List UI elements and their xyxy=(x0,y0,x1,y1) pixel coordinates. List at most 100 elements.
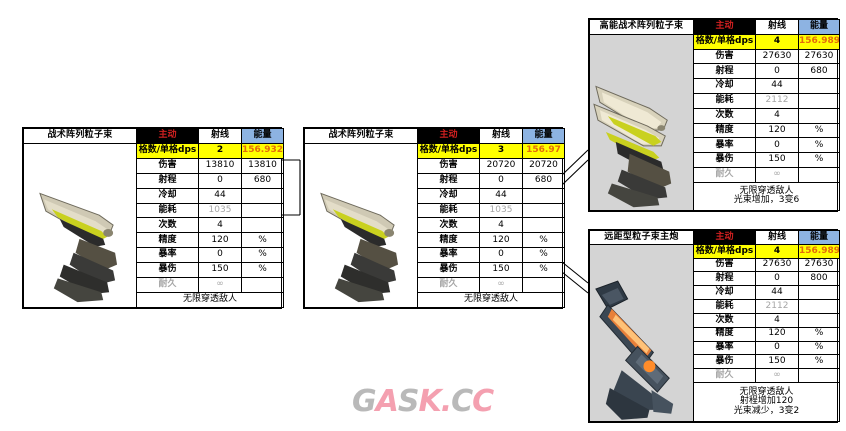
row-label-durability: 耐久 xyxy=(417,277,480,293)
cell-shots-energy xyxy=(522,217,565,234)
card-title: 战术阵列粒子束 xyxy=(23,128,137,144)
cell-accuracy-ray: 120 xyxy=(755,122,799,139)
row-label-crit-rate: 暴率 xyxy=(136,247,199,264)
cell-dps-energy: 156.932 xyxy=(241,142,284,159)
card-footer-note: 无限穿透敌人 xyxy=(136,291,284,309)
cell-range-energy: 680 xyxy=(522,172,565,189)
watermark-letter: K xyxy=(418,384,441,419)
cell-crit-damage-unit: % xyxy=(798,152,840,168)
column-header-ray: 射线 xyxy=(755,19,799,35)
table-row-title: 高能战术阵列粒子束 主动 射线 能量 xyxy=(589,19,840,35)
cell-shots-ray: 4 xyxy=(755,107,799,124)
cell-damage-ray: 13810 xyxy=(198,157,242,174)
row-label-accuracy: 精度 xyxy=(693,122,756,139)
cell-accuracy-unit: % xyxy=(522,232,565,249)
weapon-art-particle-beam-icon xyxy=(306,144,417,306)
row-label-dps: 格数/单格dps xyxy=(693,243,756,259)
table-row-accuracy: 精度 120 % xyxy=(590,122,840,139)
table-row-shots: 次数 4 xyxy=(24,217,284,234)
cell-durability-ray: ∞ xyxy=(479,277,523,293)
column-header-ray: 射线 xyxy=(198,128,242,144)
row-label-shots: 次数 xyxy=(417,217,480,234)
table-row-durability: 耐久 ∞ xyxy=(590,166,840,183)
cell-crit-damage-ray: 150 xyxy=(755,354,799,370)
stats-table: 高能战术阵列粒子束 主动 射线 能量 xyxy=(589,19,840,212)
cell-dps-ray: 3 xyxy=(479,142,523,159)
watermark-letter: C xyxy=(451,384,473,419)
row-label-dps: 格数/单格dps xyxy=(136,142,199,159)
table-row-crit-damage: 暴伤 150 % xyxy=(24,262,284,279)
cell-damage-energy: 20720 xyxy=(522,157,565,174)
table-row-accuracy: 精度 120 % xyxy=(590,326,840,342)
cell-range-energy: 680 xyxy=(798,63,840,80)
cell-shots-ray: 4 xyxy=(755,312,799,328)
cell-durability-ray: ∞ xyxy=(755,368,799,384)
cell-energy-cost-energy xyxy=(798,92,840,109)
cell-energy-cost-energy xyxy=(798,299,840,314)
cell-accuracy-unit: % xyxy=(798,122,840,139)
row-label-accuracy: 精度 xyxy=(417,232,480,249)
table-row-damage: 伤害 20720 20720 xyxy=(305,157,565,174)
cell-damage-energy: 13810 xyxy=(241,157,284,174)
weapon-art-high-energy-beam-icon xyxy=(591,35,693,209)
row-label-cooldown: 冷却 xyxy=(417,187,480,204)
table-row-footer: 无限穿透敌人光束增加，3变6 xyxy=(590,181,840,212)
column-header-energy: 能量 xyxy=(798,19,840,35)
weapon-image xyxy=(589,243,694,423)
row-label-shots: 次数 xyxy=(693,107,756,124)
cell-cooldown-ray: 44 xyxy=(755,78,799,94)
weapon-art-long-range-cannon-icon xyxy=(591,245,693,420)
table-row-damage: 伤害 13810 13810 xyxy=(24,157,284,174)
cell-damage-ray: 20720 xyxy=(479,157,523,174)
card-title: 远距型粒子束主炮 xyxy=(589,230,694,245)
row-label-range: 射程 xyxy=(417,172,480,189)
column-header-energy: 能量 xyxy=(798,230,840,245)
cell-accuracy-ray: 120 xyxy=(198,232,242,249)
row-label-damage: 伤害 xyxy=(136,157,199,174)
row-label-shots: 次数 xyxy=(693,312,756,328)
row-label-durability: 耐久 xyxy=(693,368,756,384)
watermark-letter: A xyxy=(375,384,399,419)
weapon-card-tactical-array-particle-beam-lv1: 战术阵列粒子束 主动 射线 能量 xyxy=(22,127,284,309)
table-row-cooldown: 冷却 44 xyxy=(590,78,840,94)
row-label-range: 射程 xyxy=(136,172,199,189)
cell-energy-cost-ray: 1035 xyxy=(198,202,242,219)
table-row-crit-damage: 暴伤 150 % xyxy=(590,354,840,370)
column-header-ray: 射线 xyxy=(479,128,523,144)
watermark-letter: C xyxy=(472,384,494,419)
table-row-range: 射程 0 680 xyxy=(305,172,565,189)
card-footer-note: 无限穿透敌人 xyxy=(417,291,565,309)
table-row-crit-rate: 暴率 0 % xyxy=(590,340,840,356)
row-label-crit-rate: 暴率 xyxy=(693,137,756,154)
column-header-active: 主动 xyxy=(693,230,756,245)
cell-range-ray: 0 xyxy=(755,63,799,80)
cell-durability-ray: ∞ xyxy=(755,166,799,183)
cell-shots-ray: 4 xyxy=(479,217,523,234)
cell-crit-rate-unit: % xyxy=(241,247,284,264)
cell-range-energy: 800 xyxy=(798,271,840,287)
cell-crit-rate-ray: 0 xyxy=(755,340,799,356)
weapon-card-long-range-particle-beam-main-cannon: 远距型粒子束主炮 主动 射线 能量 xyxy=(588,229,840,423)
card-title: 战术阵列粒子束 xyxy=(304,128,418,144)
cell-dps-ray: 2 xyxy=(198,142,242,159)
row-label-durability: 耐久 xyxy=(136,277,199,293)
cell-energy-cost-energy xyxy=(241,202,284,219)
cell-accuracy-unit: % xyxy=(798,326,840,342)
weapon-image xyxy=(589,33,694,212)
weapon-card-tactical-array-particle-beam-lv2: 战术阵列粒子束 主动 射线 能量 xyxy=(303,127,565,309)
row-label-damage: 伤害 xyxy=(417,157,480,174)
row-label-accuracy: 精度 xyxy=(693,326,756,342)
row-label-energy-cost: 能耗 xyxy=(417,202,480,219)
row-label-crit-rate: 暴率 xyxy=(417,247,480,264)
cell-range-energy: 680 xyxy=(241,172,284,189)
cell-damage-energy: 27630 xyxy=(798,48,840,65)
cell-crit-rate-unit: % xyxy=(798,340,840,356)
table-row-crit-damage: 暴伤 150 % xyxy=(305,262,565,279)
weapon-card-high-energy-tactical-array-particle-beam: 高能战术阵列粒子束 主动 射线 能量 xyxy=(588,18,840,212)
cell-cooldown-ray: 44 xyxy=(479,187,523,204)
column-header-active: 主动 xyxy=(693,19,756,35)
table-row-title: 战术阵列粒子束 主动 射线 能量 xyxy=(23,128,284,144)
cell-crit-damage-ray: 150 xyxy=(198,262,242,279)
cell-accuracy-ray: 120 xyxy=(479,232,523,249)
